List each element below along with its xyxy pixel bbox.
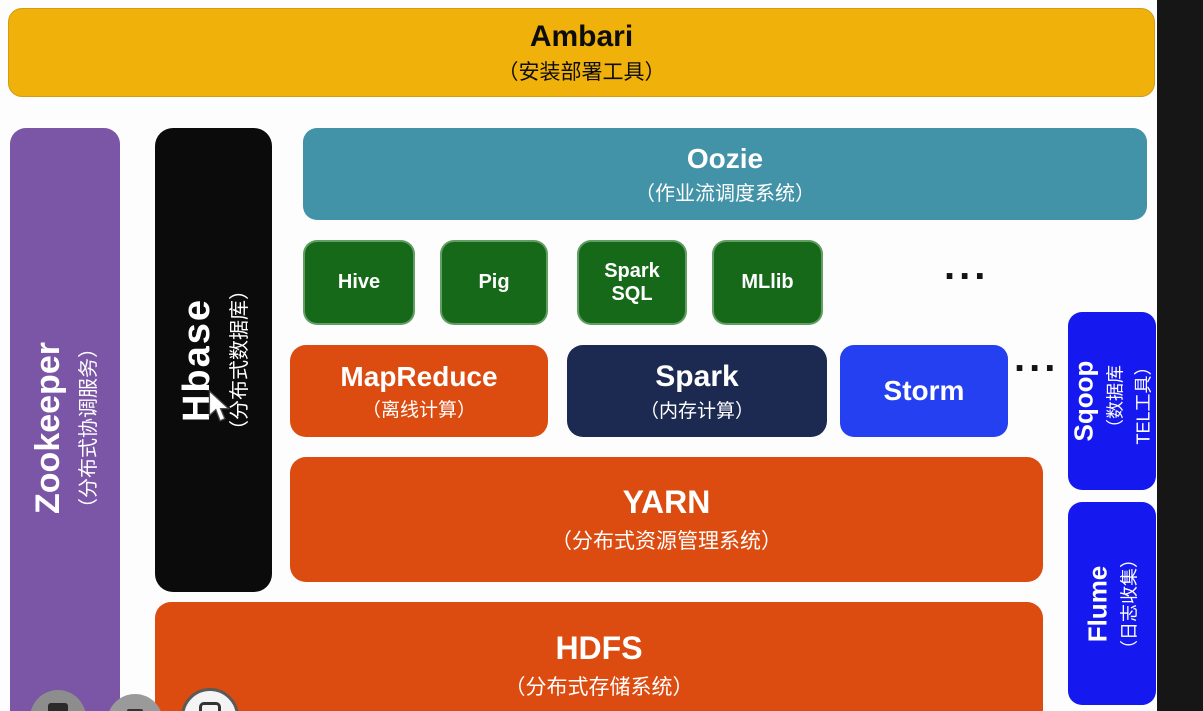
mllib-box: MLlib [712,240,823,325]
zookeeper-title: Zookeeper [29,342,67,514]
flume-title: Flume [1082,565,1113,642]
spark-box: Spark （内存计算） [567,345,827,437]
hbase-vertical-text: Hbase （分布式数据库） [176,140,252,580]
storm-box: Storm [840,345,1008,437]
zookeeper-box: Zookeeper （分布式协调服务） [10,128,120,711]
oozie-subtitle: （作业流调度系统） [635,182,815,205]
spark-sql-label-line2: SQL [611,282,653,305]
sqoop-box: Sqoop （数据库 TEL工具） [1068,312,1156,490]
ambari-subtitle: （安装部署工具） [497,60,666,84]
yarn-title: YARN [622,484,711,520]
spark-sql-box: Spark SQL [577,240,687,325]
mouse-cursor-icon [208,390,231,422]
oozie-box: Oozie （作业流调度系统） [303,128,1147,220]
sqoop-title: Sqoop [1068,360,1099,442]
spark-subtitle: （内存计算） [639,400,754,422]
flume-subtitle: （日志收集） [1119,549,1140,658]
spark-title: Spark [655,359,739,393]
hdfs-subtitle: （分布式存储系统） [504,675,694,699]
zookeeper-subtitle: （分布式协调服务） [78,338,100,518]
oozie-title: Oozie [686,142,764,174]
hive-label: Hive [337,271,381,293]
ambari-title: Ambari [529,19,634,53]
hbase-box: Hbase （分布式数据库） [155,128,272,592]
overlay-button-3-icon [199,702,221,711]
yarn-subtitle: （分布式资源管理系统） [551,530,782,553]
tools-ellipsis: ... [944,244,990,288]
yarn-box: YARN （分布式资源管理系统） [290,457,1043,582]
pig-box: Pig [440,240,548,325]
mapreduce-box: MapReduce （离线计算） [290,345,548,437]
sqoop-vertical-text: Sqoop （数据库 TEL工具） [1069,316,1156,486]
hdfs-box: HDFS （分布式存储系统） [155,602,1043,711]
mllib-label: MLlib [741,271,794,293]
flume-box: Flume （日志收集） [1068,502,1156,705]
mapreduce-subtitle: （离线计算） [361,399,476,421]
pig-label: Pig [478,271,510,293]
mapreduce-title: MapReduce [340,360,498,392]
hive-box: Hive [303,240,415,325]
spark-sql-label-line1: Spark [604,259,660,282]
overlay-button-2-icon [127,709,143,711]
overlay-button-2[interactable] [107,694,163,711]
right-dark-strip [1157,0,1203,711]
compute-ellipsis: ... [1014,336,1060,380]
overlay-button-1-icon [48,703,68,711]
flume-vertical-text: Flume （日志收集） [1083,506,1142,701]
sqoop-subtitle-line1: （数据库 [1105,365,1126,437]
zookeeper-vertical-text: Zookeeper （分布式协调服务） [29,143,101,711]
storm-title: Storm [883,375,965,406]
hdfs-title: HDFS [555,629,643,666]
ambari-box: Ambari （安装部署工具） [8,8,1155,97]
overlay-button-1[interactable] [30,690,86,711]
sqoop-subtitle-line2: TEL工具） [1133,357,1154,445]
